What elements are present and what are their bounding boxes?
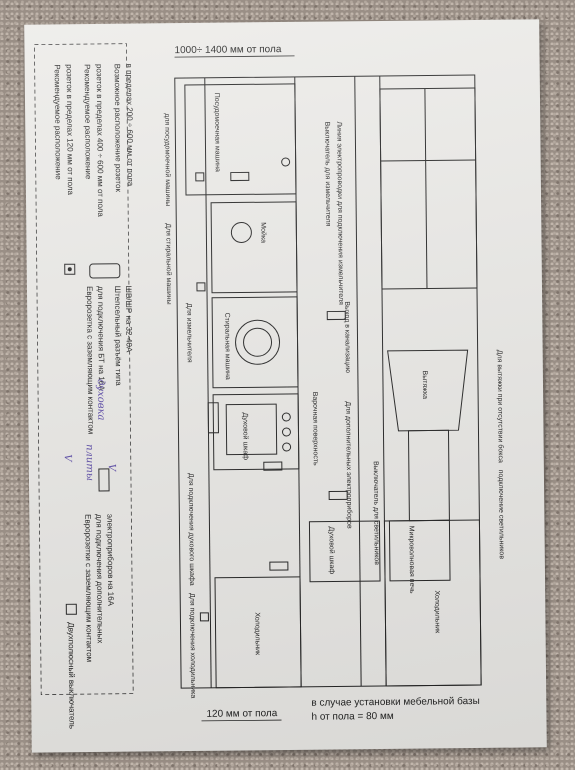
oven-label: Духовой шкаф bbox=[241, 412, 250, 460]
kitchen-elevation: Вытяжка Холодильник Посудомоечная машина… bbox=[163, 74, 505, 698]
legend-rec2-sub: розеток в пределах 400 ÷ 600 мм от пола bbox=[95, 64, 106, 218]
mebel-base-line2: h от пола = 80 мм bbox=[311, 711, 393, 723]
legend-rec2-title: Рекомендуемое расположение bbox=[83, 64, 93, 180]
fridge2-label: Холодильник bbox=[433, 590, 440, 634]
handwritten-check-2: V bbox=[106, 464, 117, 473]
legend-rec3-title: Возможное расположение розеток bbox=[113, 64, 123, 193]
legend-frame bbox=[34, 43, 134, 695]
annotation-3: Выход в канализацию bbox=[343, 301, 351, 373]
annotation-8: Для измельчителя bbox=[185, 303, 193, 363]
legend-items: Евророзетка с заземляющим контактом для … bbox=[62, 263, 134, 729]
annotation-12: подключение светильников bbox=[497, 470, 505, 560]
sink-label: Мойка bbox=[259, 222, 267, 243]
legend-rec3-sub: в пределах 200 ÷ 600 мм от пола bbox=[125, 64, 135, 187]
annotation-11: Для вытяжки при отсутствии бокса bbox=[496, 350, 505, 463]
oven2-label: Духовой шкаф bbox=[327, 526, 336, 574]
fridge1-label: Холодильник bbox=[253, 612, 260, 656]
legend-left-text: Рекомендуемое расположение розеток в пре… bbox=[53, 64, 135, 218]
top-dimension-label: 1000÷ 1400 мм от пола bbox=[174, 44, 281, 56]
switch-icon bbox=[65, 603, 77, 615]
socket-markers bbox=[195, 171, 348, 622]
legend-item1-line1: Евророзетка с заземляющим контактом bbox=[85, 286, 96, 434]
legend-item3-line3: электроприборов на 16А bbox=[105, 514, 115, 607]
annotation-1: Линия электропроводки для подключения из… bbox=[335, 121, 344, 305]
mebel-base-line1: в случае установки мебельной базы bbox=[311, 695, 480, 709]
annotation-5: Выключатель для светильников bbox=[372, 461, 380, 565]
microwave-label: Микроволновая печь bbox=[407, 526, 415, 594]
annotation-9: Для подключения духового шкафа bbox=[187, 473, 195, 586]
annotation-7: Для стиральной машины bbox=[164, 223, 173, 305]
legend-item1-line2: для подключения БТ на 16А bbox=[96, 286, 106, 391]
legend-item2-line1: Штепсельный разъём типа bbox=[113, 286, 123, 387]
hob-label: Варочная поверхность bbox=[311, 392, 319, 466]
plug-connector-icon bbox=[89, 263, 121, 279]
annotation-4: Для дополнительных электроприборов bbox=[344, 401, 353, 529]
legend-rec1-sub: розеток в пределах 120 мм от пола bbox=[65, 64, 75, 195]
handwritten-note-1: духовка bbox=[95, 379, 106, 421]
bottom-dimension-label: 120 мм от пола bbox=[206, 708, 277, 720]
legend-item3-line1: Евророзетки с заземляющим контактом bbox=[83, 514, 94, 662]
legend-item2-line2: ШВ/ШР на 32-40А bbox=[124, 286, 134, 353]
legend-item3-line2: для подключения дополнительных bbox=[94, 514, 104, 643]
annotation-6: для посудомоечной машины bbox=[163, 113, 172, 206]
washing-machine-label: Стиральная машина bbox=[223, 313, 231, 380]
handwritten-check-1: V bbox=[62, 454, 73, 463]
euro-socket-icon bbox=[64, 263, 76, 275]
legend-rec1-title: Рекомендуемое расположение bbox=[53, 64, 63, 180]
kitchen-electrical-diagram: Рекомендуемое расположение розеток в пре… bbox=[34, 43, 505, 729]
dishwasher-label: Посудомоечная машина bbox=[213, 93, 221, 172]
triple-socket-icon bbox=[98, 468, 110, 492]
legend-item4: Двухполюсный выключатель bbox=[66, 622, 76, 729]
annotation-10: Для подключения холодильника bbox=[188, 593, 196, 698]
handwritten-note-2: плиты bbox=[84, 444, 95, 481]
hood-label: Вытяжка bbox=[421, 371, 428, 400]
instruction-sheet: Рекомендуемое расположение розеток в пре… bbox=[24, 19, 547, 753]
annotation-2: Выключатель для измельчителя bbox=[323, 122, 331, 227]
